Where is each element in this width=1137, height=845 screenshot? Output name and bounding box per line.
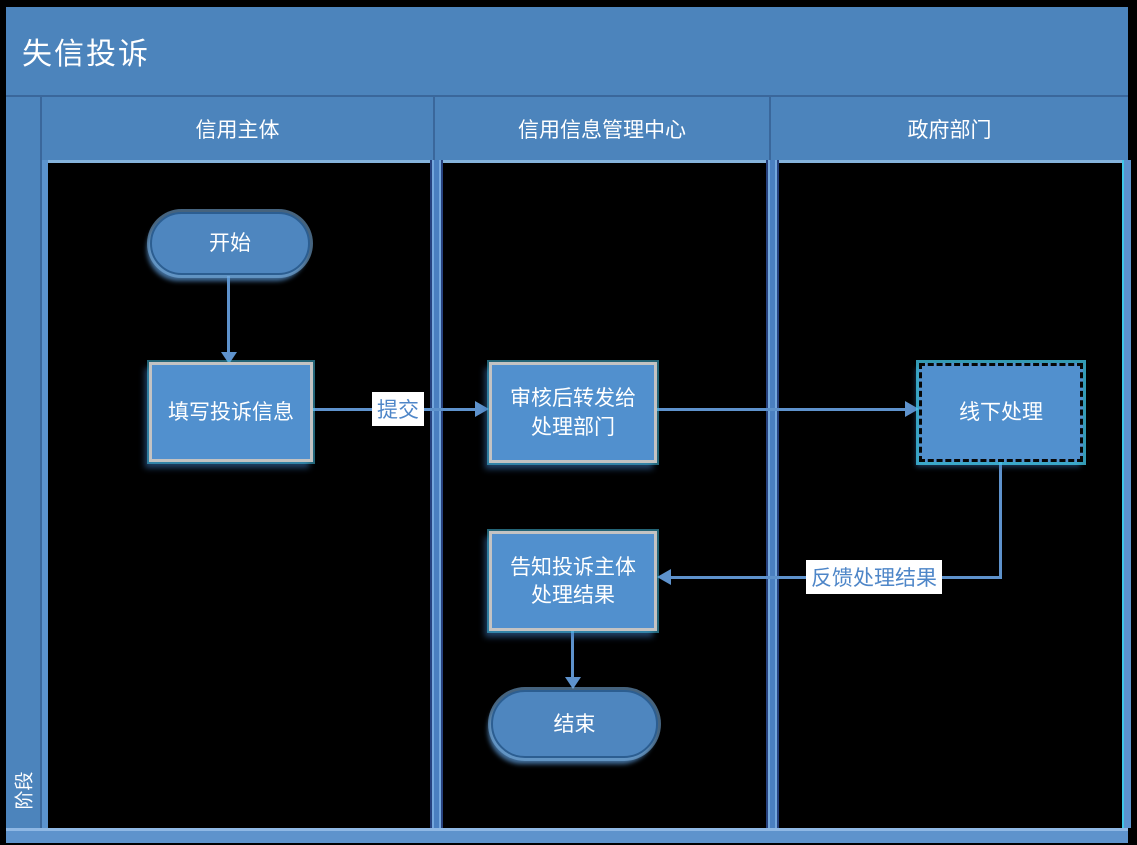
arrowhead-down-icon <box>565 677 581 689</box>
edge-review-to-offline[interactable] <box>657 408 906 411</box>
start-node[interactable]: 开始 <box>150 212 310 275</box>
lane-header-row: 信用主体 信用信息管理中心 政府部门 <box>42 97 1128 160</box>
arrowhead-right-icon <box>475 401 489 417</box>
edge-start-to-fill[interactable] <box>227 276 230 353</box>
lane-header-credit-subject[interactable]: 信用主体 <box>42 97 433 160</box>
lane-divider-1[interactable] <box>430 160 443 828</box>
lane-divider-2[interactable] <box>766 160 779 828</box>
phase-strip[interactable] <box>6 97 42 828</box>
end-node[interactable]: 结束 <box>491 690 658 758</box>
review-and-forward-node[interactable]: 审核后转发给处理部门 <box>489 362 657 463</box>
frame-right-border <box>1122 160 1131 828</box>
notify-complainant-result-node[interactable]: 告知投诉主体处理结果 <box>489 531 657 631</box>
phase-label-wrap: 阶段 <box>6 755 40 825</box>
diagram-title-band[interactable]: 失信投诉 <box>6 7 1128 97</box>
fill-complaint-info-node[interactable]: 填写投诉信息 <box>149 362 313 462</box>
lane-header-credit-info-center[interactable]: 信用信息管理中心 <box>433 97 769 160</box>
arrowhead-right-icon <box>905 401 919 417</box>
lane-header-government-dept[interactable]: 政府部门 <box>769 97 1128 160</box>
edge-notify-to-end[interactable] <box>571 631 574 677</box>
arrowhead-left-icon <box>657 569 671 585</box>
arrowhead-down-icon <box>221 352 237 364</box>
edge-label-feedback-result[interactable]: 反馈处理结果 <box>806 560 942 594</box>
diagram-title: 失信投诉 <box>22 37 150 72</box>
edge-offline-to-notify-vertical[interactable] <box>999 462 1002 579</box>
edge-label-submit[interactable]: 提交 <box>372 392 424 426</box>
frame-bottom-border <box>6 828 1128 843</box>
frame-left-border <box>42 160 48 828</box>
lane-top-border <box>42 160 1128 163</box>
offline-processing-node[interactable]: 线下处理 <box>919 363 1083 462</box>
phase-label: 阶段 <box>13 770 36 810</box>
